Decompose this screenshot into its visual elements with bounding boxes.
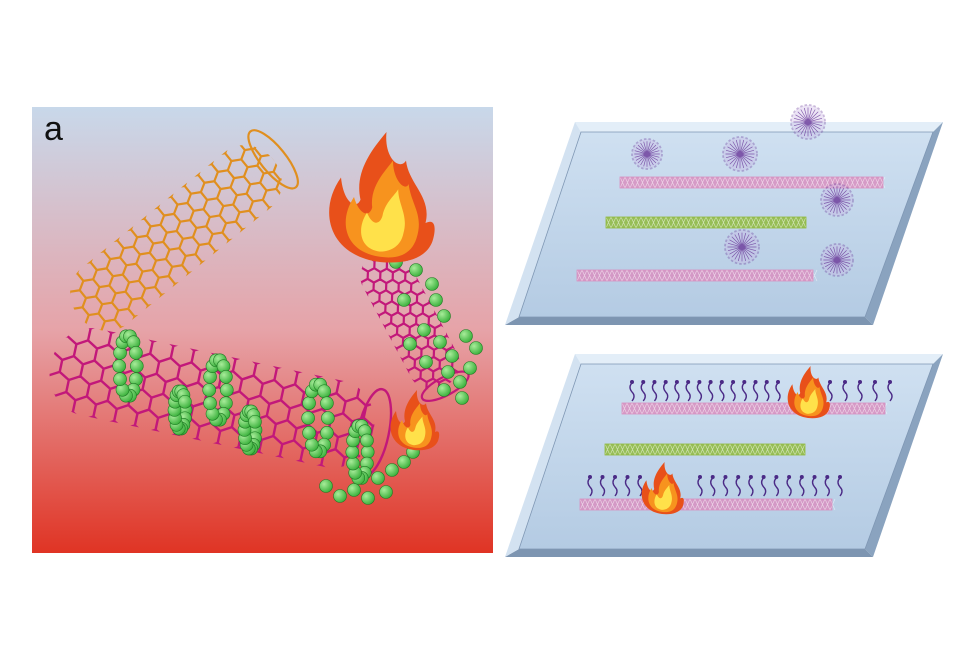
polymer-bead: [333, 489, 347, 503]
polymer-bead: [248, 414, 262, 429]
polymer-bead: [469, 341, 483, 355]
polymer-bead: [317, 384, 331, 399]
substrate-bevel: [865, 354, 943, 557]
polymer-bead: [220, 383, 234, 397]
polymer-bead: [305, 437, 319, 452]
polymer-bead: [203, 396, 217, 410]
polymer-chains: [629, 380, 781, 402]
flame-small-icon: [390, 390, 440, 451]
polymer-bead: [403, 337, 417, 351]
substrate-bottom: [505, 354, 943, 557]
polymer-bead: [433, 335, 447, 349]
micelle: [631, 138, 663, 170]
panel-label: a: [44, 110, 63, 148]
polymer-beads: [112, 255, 483, 505]
polymer-bead: [445, 349, 459, 363]
pink-nanotube: [576, 269, 818, 282]
polymer-bead: [417, 323, 431, 337]
substrate-surface: [518, 363, 934, 550]
flame-icon: [641, 462, 684, 515]
polymer-bead: [178, 394, 192, 409]
substrate-bevel: [575, 122, 943, 132]
polymer-bead: [409, 263, 423, 277]
polymer-bead: [129, 346, 143, 360]
polymer-bead: [360, 433, 374, 448]
polymer-bead: [463, 361, 477, 375]
polymer-bead: [320, 426, 334, 440]
flame-large-icon: [329, 132, 435, 263]
micelle: [820, 243, 854, 277]
polymer-bead: [219, 370, 233, 384]
polymer-bead: [437, 383, 451, 397]
micelle: [724, 229, 760, 265]
polymer-bead: [320, 396, 334, 410]
polymer-bead: [321, 411, 335, 425]
substrate-bevel: [575, 354, 943, 364]
polymer-bead: [302, 396, 316, 410]
pink-nanotube: [621, 402, 888, 415]
green-nanotube: [605, 216, 807, 229]
micelle: [790, 104, 826, 140]
polymer-chains: [827, 380, 893, 402]
substrate-bevel: [505, 317, 873, 325]
polymer-bead: [361, 491, 375, 505]
polymer-bead: [397, 293, 411, 307]
polymer-bead: [385, 463, 399, 477]
polymer-bead: [130, 359, 144, 373]
substrate-bevel: [865, 122, 943, 325]
substrate-bevel: [505, 549, 873, 557]
polymer-bead: [425, 277, 439, 291]
polymer-bead: [112, 359, 126, 373]
polymer-bead: [202, 383, 216, 397]
substrate-bevel: [505, 122, 581, 325]
polymer-bead: [419, 355, 433, 369]
polymer-bead: [453, 375, 467, 389]
polymer-bead: [441, 365, 455, 379]
polymer-bead: [302, 426, 316, 440]
substrate-top: [505, 104, 943, 325]
flame-icon: [787, 366, 830, 419]
polymer-bead: [345, 445, 360, 459]
polymer-bead: [429, 293, 443, 307]
polymer-bead: [113, 372, 127, 386]
green-nanotube: [604, 443, 806, 456]
polymer-bead: [371, 471, 385, 485]
polymer-bead: [459, 329, 473, 343]
polymer-bead: [379, 485, 393, 499]
micelle: [820, 183, 854, 217]
polymer-bead: [397, 455, 411, 469]
polymer-bead: [437, 309, 451, 323]
polymer-bead: [319, 479, 333, 493]
polymer-bead: [301, 411, 315, 425]
polymer-bead: [346, 456, 360, 471]
polymer-bead: [360, 445, 375, 459]
panel-a-background: [32, 107, 493, 553]
polymer-chains: [697, 475, 843, 497]
polymer-chains: [587, 475, 643, 497]
micelle: [722, 136, 758, 172]
pink-nanotube: [619, 176, 886, 189]
polymer-bead: [455, 391, 469, 405]
pink-nanotube: [579, 498, 836, 511]
polymer-bead: [347, 483, 361, 497]
substrate-bevel: [505, 354, 581, 557]
